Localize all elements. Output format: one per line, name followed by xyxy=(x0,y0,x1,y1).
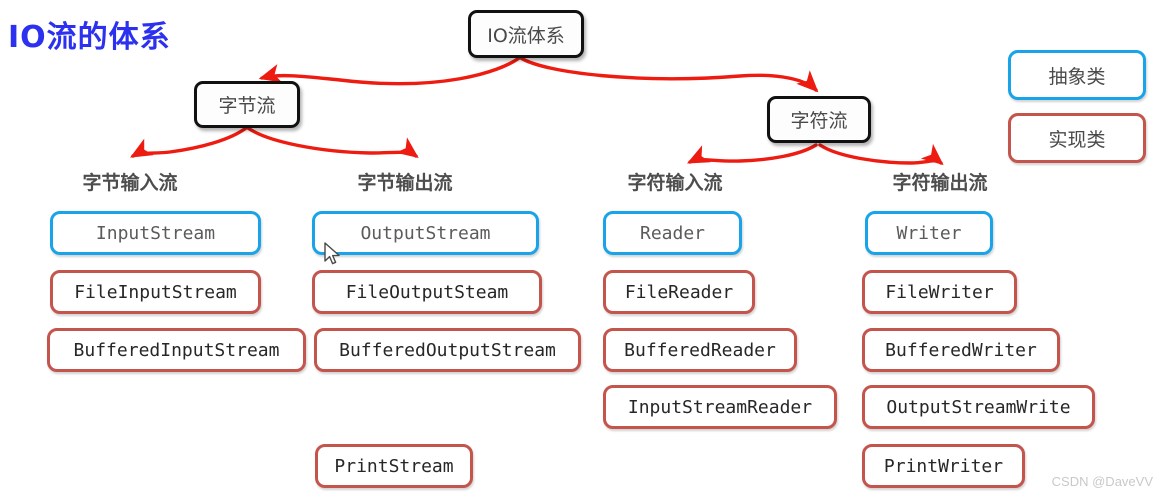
class-box-filewriter[interactable]: FileWriter xyxy=(862,270,1017,314)
legend-implementation-class: 实现类 xyxy=(1008,113,1146,163)
class-box-label: FileWriter xyxy=(885,281,994,303)
class-box-label: OutputStreamWrite xyxy=(886,396,1071,418)
class-box-outputstreamwrite[interactable]: OutputStreamWrite xyxy=(862,385,1095,429)
node-byte-stream-label: 字节流 xyxy=(218,95,276,117)
legend-label: 实现类 xyxy=(1048,128,1106,151)
class-box-label: BufferedInputStream xyxy=(73,339,280,361)
class-box-inputstreamreader[interactable]: InputStreamReader xyxy=(603,385,837,429)
edge-root-to-byte-stream xyxy=(258,56,521,86)
class-box-label: BufferedOutputStream xyxy=(339,339,556,361)
class-box-bufferedinputstream[interactable]: BufferedInputStream xyxy=(47,328,306,372)
edge-byte-to-byte-input xyxy=(130,126,248,158)
node-byte-stream[interactable]: 字节流 xyxy=(194,81,300,128)
class-box-label: Writer xyxy=(896,222,962,244)
node-char-stream-label: 字符流 xyxy=(790,110,848,132)
class-box-label: BufferedReader xyxy=(624,339,776,361)
class-box-label: OutputStream xyxy=(360,222,491,244)
class-box-reader[interactable]: Reader xyxy=(603,211,742,255)
section-header-char-output: 字符输出流 xyxy=(892,172,988,194)
page-title: IO流的体系 xyxy=(8,20,171,55)
edge-root-to-char-stream xyxy=(519,56,819,93)
class-box-label: BufferedWriter xyxy=(885,339,1037,361)
mouse-cursor-icon xyxy=(324,242,340,265)
node-char-stream[interactable]: 字符流 xyxy=(767,96,871,143)
legend-abstract-class: 抽象类 xyxy=(1008,50,1146,100)
class-box-fileinputstream[interactable]: FileInputStream xyxy=(50,270,261,314)
edge-char-to-char-input xyxy=(686,143,818,164)
class-box-fileoutputsteam[interactable]: FileOutputSteam xyxy=(312,270,542,314)
node-root-label: IO流体系 xyxy=(487,24,565,47)
node-root[interactable]: IO流体系 xyxy=(468,10,584,58)
class-box-filereader[interactable]: FileReader xyxy=(603,270,755,314)
watermark: CSDN @DaveVV xyxy=(1051,474,1153,489)
class-box-label: FileReader xyxy=(624,281,734,303)
class-box-bufferedwriter[interactable]: BufferedWriter xyxy=(862,328,1060,372)
class-box-label: Reader xyxy=(639,222,706,244)
legend-label: 抽象类 xyxy=(1048,65,1106,88)
edge-char-to-char-output xyxy=(818,143,944,166)
class-box-printstream[interactable]: PrintStream xyxy=(315,444,473,488)
class-box-writer[interactable]: Writer xyxy=(865,211,993,255)
class-box-bufferedreader[interactable]: BufferedReader xyxy=(603,328,797,372)
class-box-label: InputStreamReader xyxy=(627,396,813,418)
class-box-label: InputStream xyxy=(95,222,216,244)
class-box-label: PrintWriter xyxy=(883,455,1004,477)
class-box-outputstream[interactable]: OutputStream xyxy=(312,211,539,255)
edge-byte-to-byte-output xyxy=(246,126,419,159)
class-box-inputstream[interactable]: InputStream xyxy=(50,211,261,255)
section-header-char-input: 字符输入流 xyxy=(627,172,723,194)
section-header-byte-output: 字节输出流 xyxy=(357,172,453,194)
class-box-label: FileInputStream xyxy=(74,281,237,303)
class-box-label: FileOutputSteam xyxy=(345,281,509,303)
section-header-byte-input: 字节输入流 xyxy=(82,172,178,194)
class-box-label: PrintStream xyxy=(334,455,454,477)
class-box-bufferedoutputstream[interactable]: BufferedOutputStream xyxy=(314,328,581,372)
class-box-printwriter[interactable]: PrintWriter xyxy=(862,444,1025,488)
